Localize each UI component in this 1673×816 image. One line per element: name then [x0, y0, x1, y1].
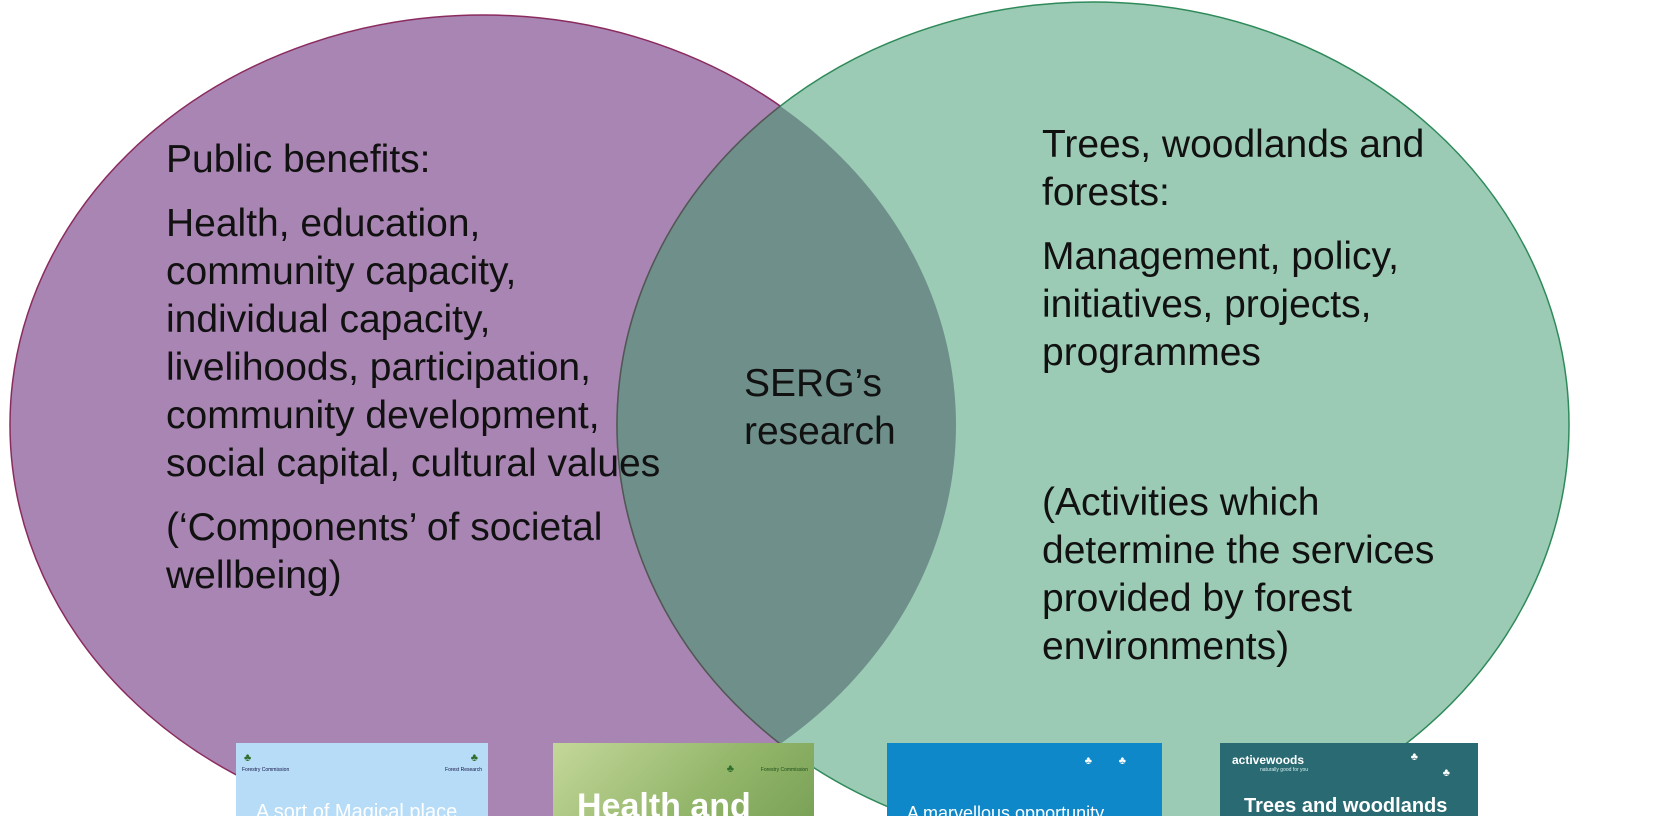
publication-thumbnail[interactable]: ♣ Forestry Commission Health and: [553, 743, 814, 816]
org-left-label: Forestry Commission: [242, 767, 290, 773]
brand-tagline: naturally good for you: [1260, 767, 1309, 773]
intersection-serg-research: [616, 15, 956, 816]
serg-research-label: SERG’s research: [744, 362, 896, 453]
thumbnail-title: Trees and woodlands: [1244, 795, 1448, 816]
forest-research-leaf-icon: ♣: [470, 752, 478, 764]
thumbnail-title: A marvellous opportunity: [907, 803, 1105, 816]
publication-thumbnail[interactable]: ♣ ♣ A marvellous opportunity: [887, 743, 1162, 816]
left-circle-body: Health, education, community capacity, i…: [166, 202, 661, 485]
forest-research-leaf-icon: ♣: [1118, 755, 1126, 767]
forestry-leaf-icon: ♣: [244, 752, 252, 764]
intersection-label: SERG’s research: [744, 360, 944, 456]
right-circle-heading: Trees, woodlands and forests:: [1042, 123, 1425, 214]
right-circle-text: Trees, woodlands and forests: Management…: [1042, 121, 1502, 671]
thumbnail-title: A sort of Magical place: [256, 801, 458, 816]
publication-thumbnail[interactable]: activewoods naturally good for you ♣ ♣ T…: [1220, 743, 1478, 816]
org-right-label: Forest Research: [445, 767, 482, 773]
forestry-leaf-icon: ♣: [726, 763, 734, 775]
brand-logo: activewoods: [1232, 753, 1305, 767]
left-circle-text: Public benefits: Health, education, comm…: [166, 136, 666, 600]
left-circle-heading: Public benefits:: [166, 138, 431, 181]
forest-research-leaf-icon: ♣: [1442, 767, 1450, 779]
left-circle-note: (‘Components’ of societal wellbeing): [166, 506, 603, 597]
forestry-leaf-icon: ♣: [1410, 751, 1418, 763]
publication-thumbnail[interactable]: ♣ Forestry Commission ♣ Forest Research …: [236, 743, 488, 816]
right-circle-note: (Activities which determine the services…: [1042, 481, 1435, 668]
right-circle-body: Management, policy, initiatives, project…: [1042, 235, 1399, 374]
thumbnail-title: Health and: [577, 787, 751, 816]
forestry-leaf-icon: ♣: [1084, 755, 1092, 767]
org-right-label: Forestry Commission: [760, 767, 808, 773]
